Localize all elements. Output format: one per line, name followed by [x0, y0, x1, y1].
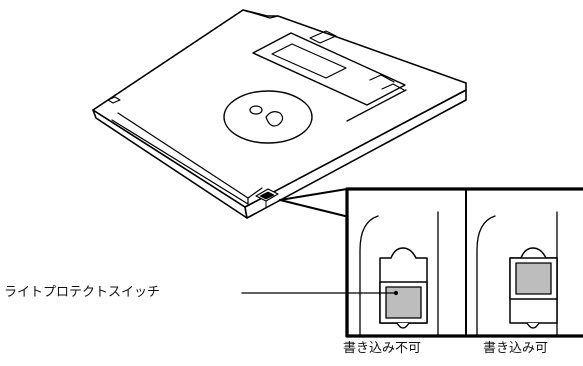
switch-callout-label: ライトプロテクトスイッチ — [4, 285, 161, 300]
disk-back-bevel — [242, 9, 279, 19]
shutter-window — [271, 43, 347, 79]
disk-hole-left — [107, 96, 121, 104]
switch-protected — [359, 211, 439, 337]
zoom-pointer — [279, 188, 348, 217]
writable-caption: 書き込み可 — [483, 341, 549, 356]
write-protected-caption: 書き込み不可 — [343, 341, 422, 356]
label-rail — [111, 112, 249, 205]
shutter-notch — [309, 30, 337, 44]
switch-writable — [476, 211, 558, 337]
floppy-disk — [92, 9, 467, 219]
